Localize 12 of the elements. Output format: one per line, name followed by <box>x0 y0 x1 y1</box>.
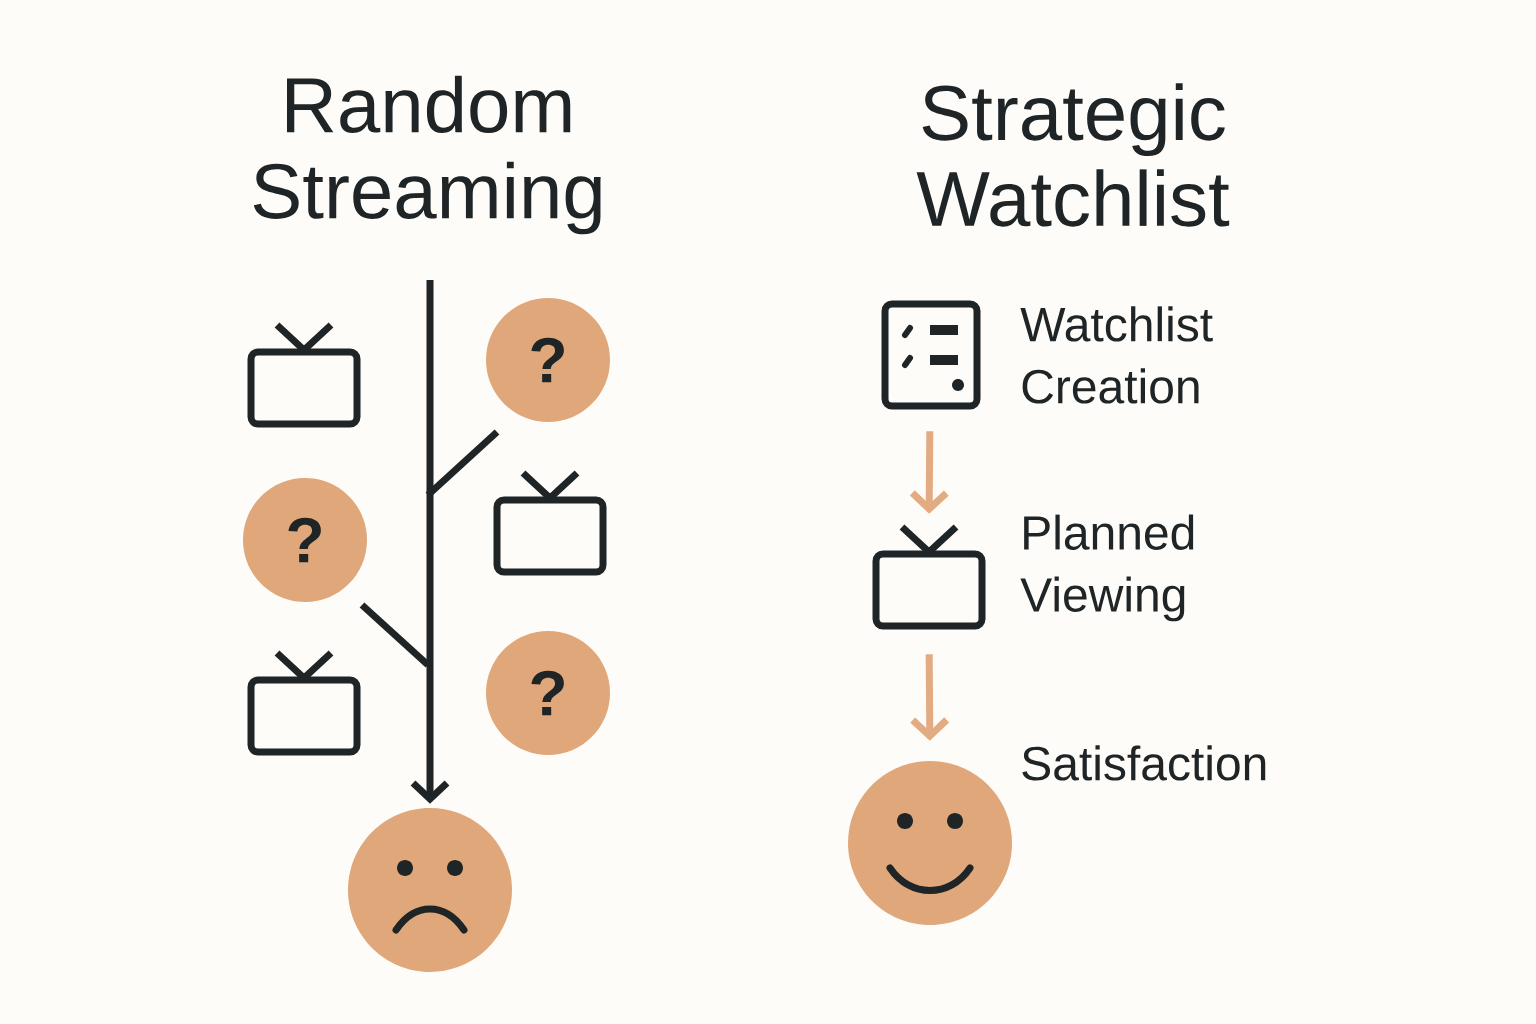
tv-icon <box>493 470 607 576</box>
smiley-face <box>848 761 1012 925</box>
step-label: Satisfaction <box>1022 745 1266 781</box>
heading: Random Streaming <box>253 75 601 235</box>
tv-icon <box>247 650 361 756</box>
heading: Strategic Watchlist <box>916 83 1230 227</box>
sad-face <box>348 808 512 972</box>
step-label: Watchlist Creation <box>1020 306 1213 404</box>
step-label: Planned Viewing <box>1020 514 1194 622</box>
tv-icon <box>872 524 986 630</box>
checklist-icon <box>881 300 981 410</box>
tv-icon <box>247 322 361 428</box>
